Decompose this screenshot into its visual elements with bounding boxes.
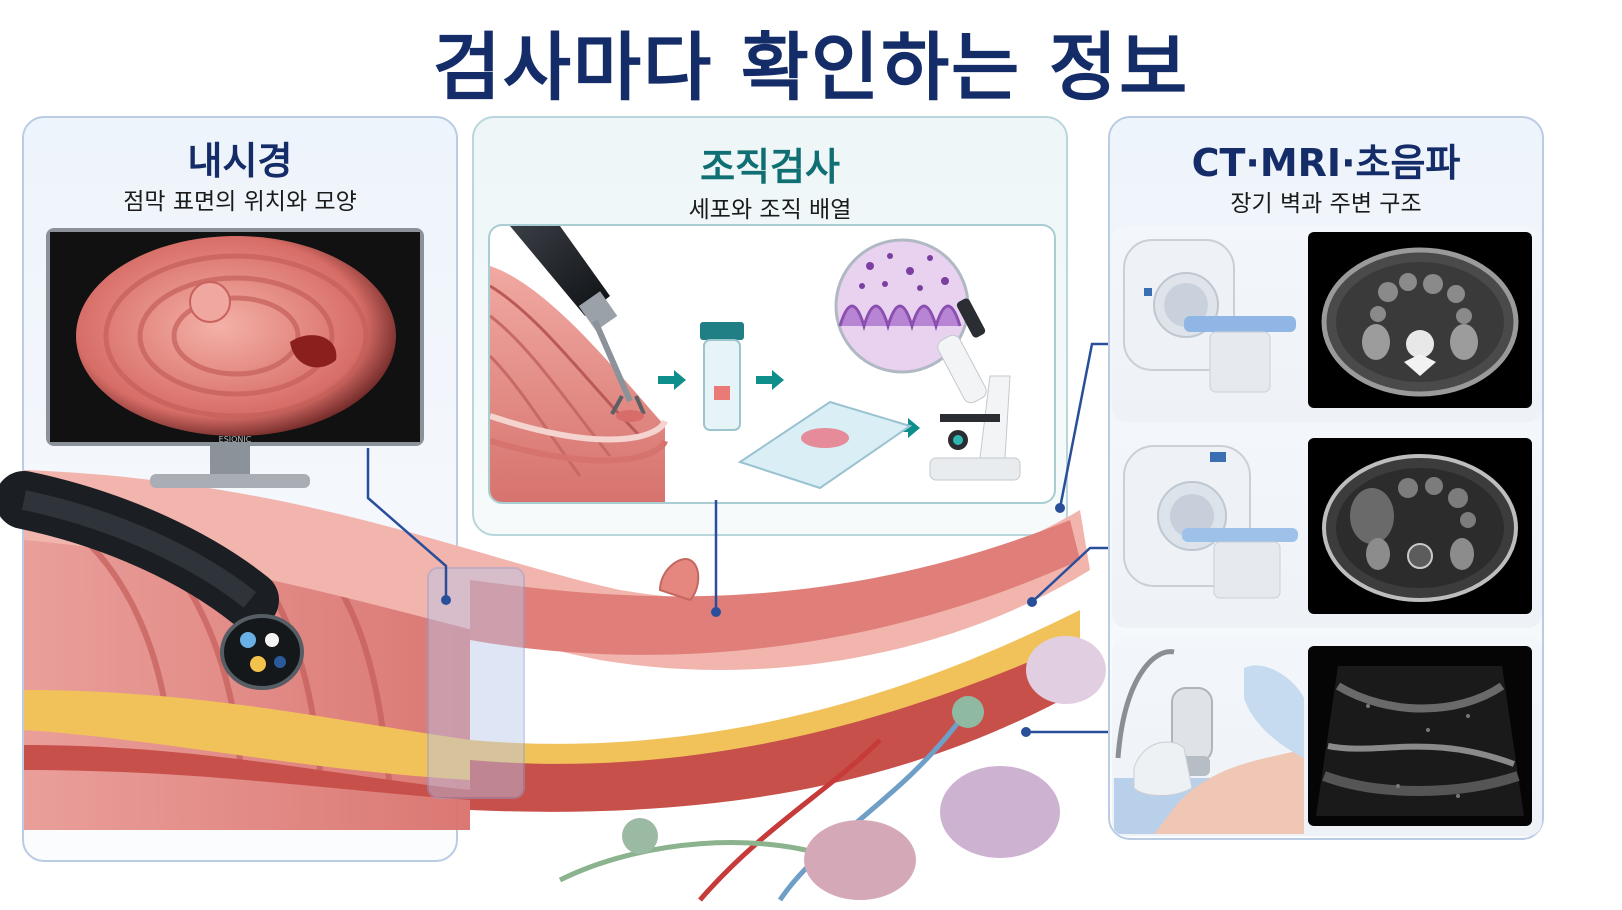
arrow-right-icon [658, 370, 686, 390]
blood-vessels [558, 718, 962, 902]
biopsy-forceps-icon [510, 226, 646, 422]
leader-dots [441, 503, 1065, 737]
ct-scanner-icon [1123, 239, 1296, 393]
imaging-subtitle: 장기 벽과 주변 구조 [1230, 191, 1422, 217]
ct-row [1112, 226, 1542, 422]
biopsy-subtitle: 세포와 조직 배열 [688, 197, 852, 223]
imaging-panel: CT·MRI·초음파 장기 벽과 주변 구조 [1108, 116, 1544, 840]
polyp [658, 558, 700, 602]
mri-scanner-icon [1123, 445, 1298, 599]
mucosa-layer [470, 520, 1080, 655]
arrow-right-icon [756, 370, 784, 390]
ultrasound-row [1112, 636, 1542, 836]
monitor-icon: ESIONIC [46, 228, 424, 446]
monitor-base [150, 474, 310, 488]
page-title: 검사마다 확인하는 정보 [432, 25, 1190, 111]
specimen-jar-icon [700, 322, 744, 431]
biopsy-process-illustration [490, 226, 1021, 502]
endoscopy-view [50, 232, 420, 442]
monitor-brand: ESIONIC [218, 435, 252, 444]
biopsy-panel: 조직검사 세포와 조직 배열 [472, 116, 1068, 536]
mri-scan-image [1308, 438, 1532, 614]
endoscopy-title: 내시경 [187, 139, 293, 183]
lesion [290, 335, 337, 368]
glass-slide-icon [737, 400, 913, 490]
monitor-stand [210, 446, 250, 476]
ultrasound-probe-icon [1114, 649, 1304, 834]
mri-row [1112, 432, 1542, 628]
ultrasound-scan-image [1308, 646, 1532, 826]
lymph-nodes [622, 636, 1106, 900]
ct-scan-image [1308, 232, 1532, 408]
microscope-icon [929, 298, 1021, 481]
biopsy-title: 조직검사 [700, 145, 840, 189]
polyp [189, 281, 231, 323]
biopsy-process-inset [488, 224, 1056, 504]
imaging-title: CT·MRI·초음파 [1191, 141, 1461, 185]
muscle-layer [470, 640, 1080, 812]
endoscopy-subtitle: 점막 표면의 위치와 모양 [123, 189, 357, 215]
